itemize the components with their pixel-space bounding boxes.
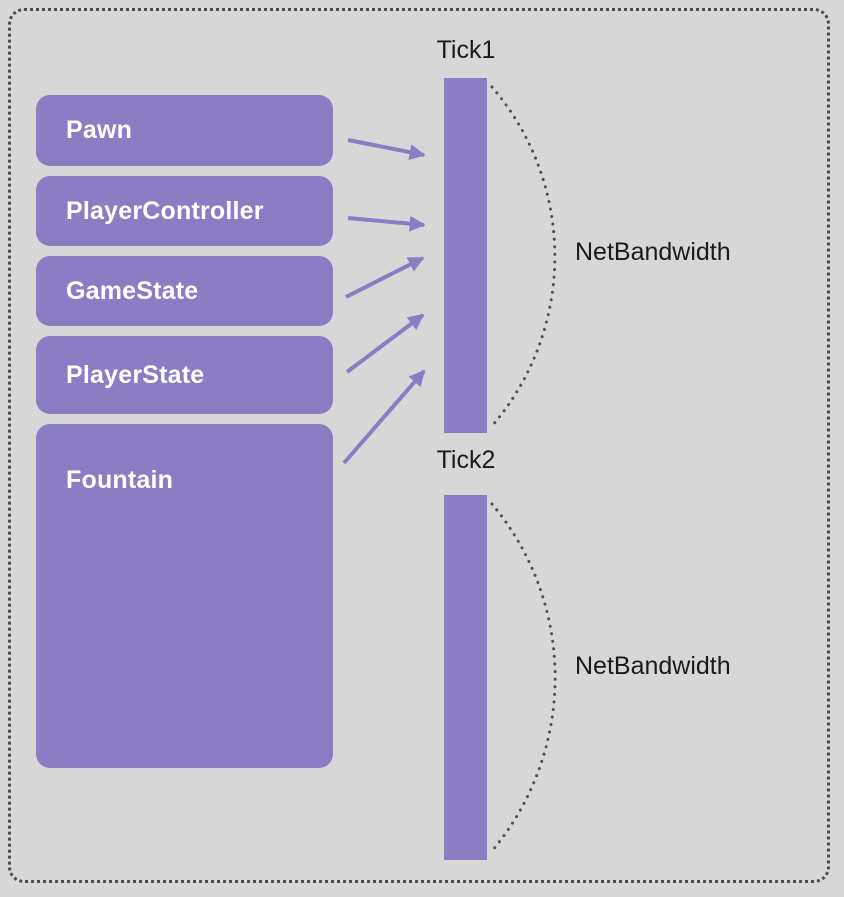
actor-box-pawn: Pawn [36, 95, 333, 166]
tick1-label: Tick1 [436, 36, 496, 64]
actor-box-playerstate: PlayerState [36, 336, 333, 414]
tick2-bar [444, 495, 487, 860]
actor-label-playercontroller: PlayerController [66, 196, 264, 225]
actor-box-fountain: Fountain [36, 424, 333, 768]
actor-box-gamestate: GameState [36, 256, 333, 326]
diagram-dotted-border [8, 8, 830, 883]
netbandwidth-label-tick1: NetBandwidth [575, 238, 731, 266]
actor-box-playercontroller: PlayerController [36, 176, 333, 246]
actor-label-pawn: Pawn [66, 116, 133, 144]
netbandwidth-label-tick2: NetBandwidth [575, 652, 731, 680]
tick1-bar [444, 78, 487, 433]
actor-label-fountain: Fountain [66, 466, 174, 494]
actor-label-gamestate: GameState [66, 276, 199, 305]
tick2-label: Tick2 [436, 446, 496, 474]
actor-label-playerstate: PlayerState [66, 360, 205, 389]
